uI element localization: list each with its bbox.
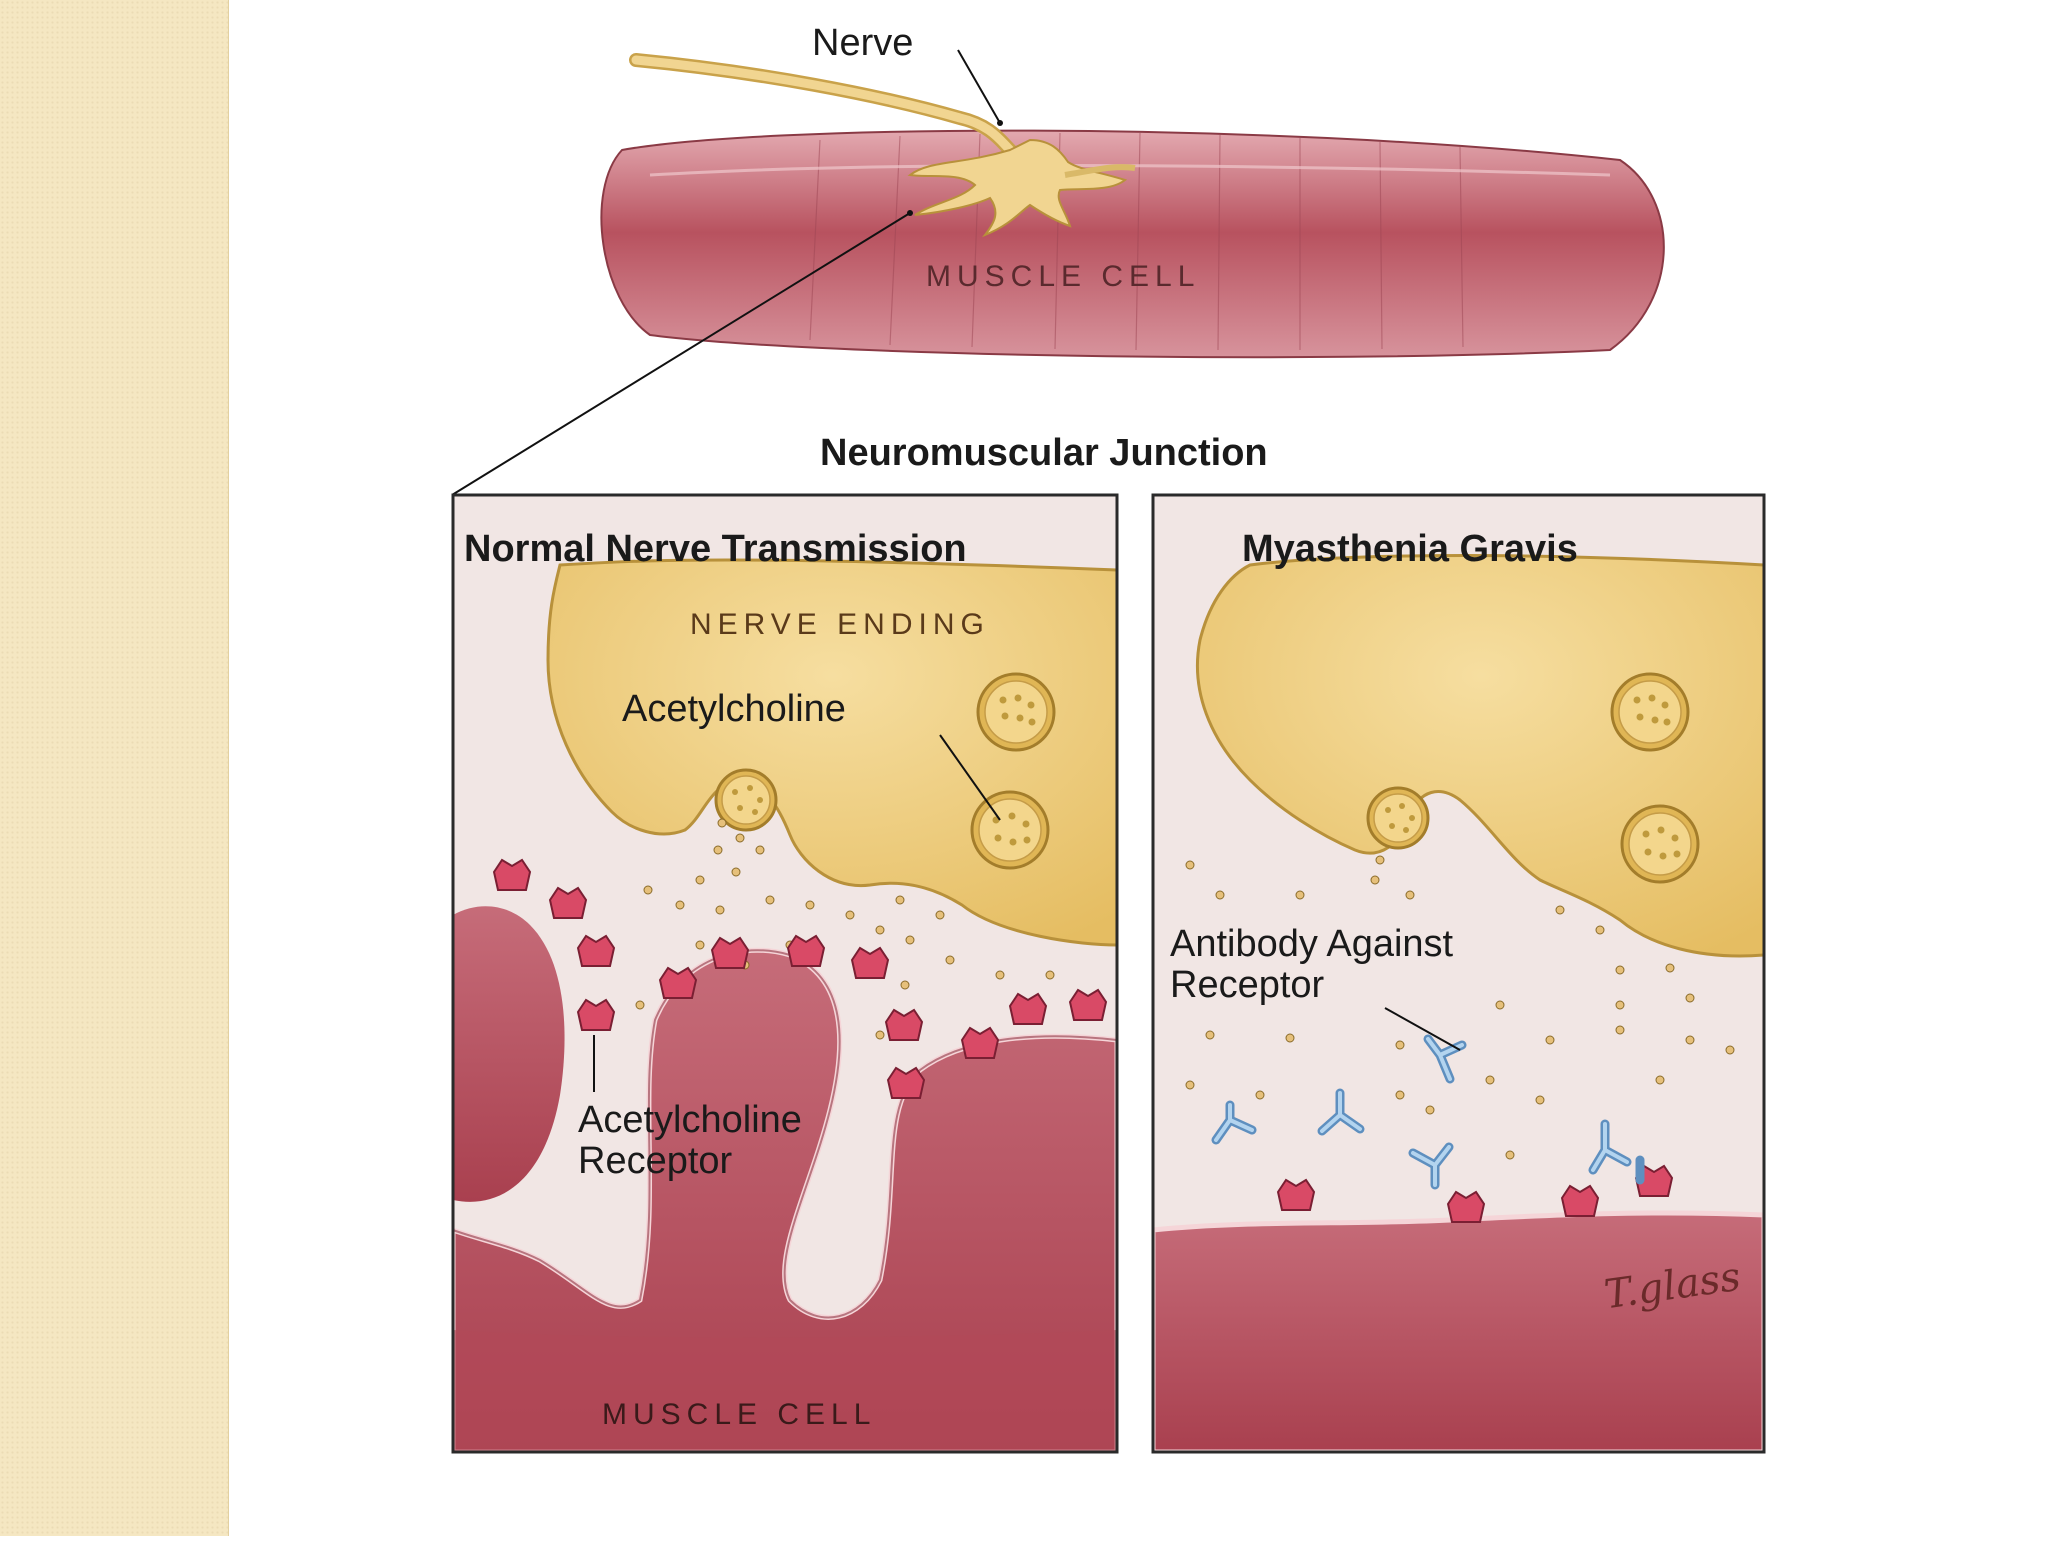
muscle-fiber-illustration [601, 131, 1663, 358]
acetylcholine-label: Acetylcholine [622, 690, 846, 728]
neuromuscular-junction-title: Neuromuscular Junction [820, 434, 1268, 472]
acetylcholine-receptor-label: Acetylcholine Receptor [578, 1100, 802, 1182]
muscle-cell-bottom-label: MUSCLE CELL [602, 1400, 876, 1430]
antibody-label: Antibody Against Receptor [1170, 924, 1453, 1006]
muscle-cell-top-label: MUSCLE CELL [926, 262, 1200, 292]
mg-panel-title: Myasthenia Gravis [1242, 530, 1578, 568]
nerve-label: Nerve [812, 24, 913, 62]
nerve-ending-label: NERVE ENDING [690, 610, 990, 640]
normal-panel-title: Normal Nerve Transmission [464, 530, 967, 568]
